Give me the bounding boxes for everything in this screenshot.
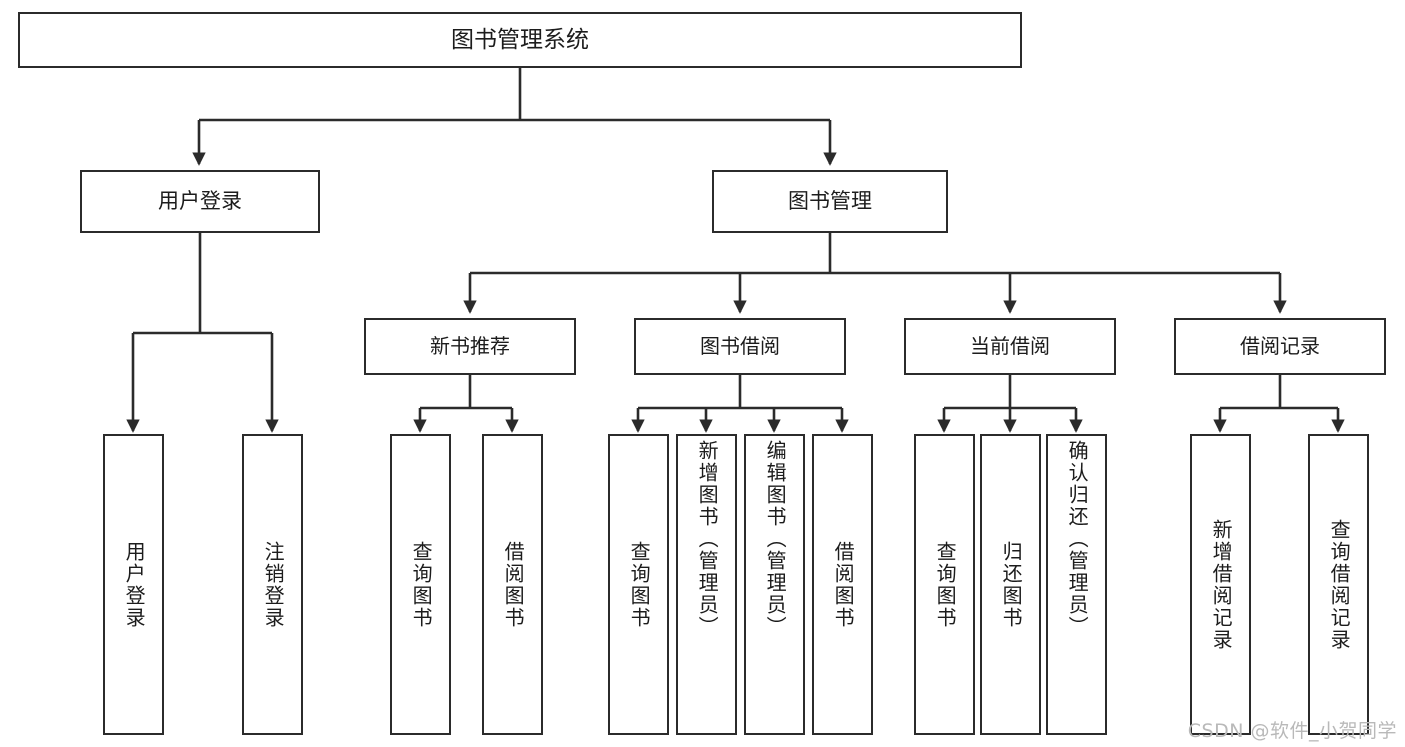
node-label: 查询图书 <box>409 540 434 629</box>
node-book-borrow[interactable]: 图书借阅 <box>634 318 846 375</box>
node-leaf-confirm-return[interactable]: 确认归还（管理员） <box>1046 434 1107 735</box>
node-label: 新书推荐 <box>430 333 510 358</box>
node-label: 图书管理系统 <box>451 26 589 53</box>
node-label: 借阅记录 <box>1240 333 1320 358</box>
node-label: 新增借阅记录 <box>1209 518 1234 651</box>
node-label: 用户登录 <box>122 540 147 629</box>
node-leaf-borrow-book-rec[interactable]: 借阅图书 <box>482 434 543 735</box>
node-leaf-query-book-current[interactable]: 查询图书 <box>914 434 975 735</box>
node-label: 当前借阅 <box>970 333 1050 358</box>
node-book-manage[interactable]: 图书管理 <box>712 170 948 233</box>
node-label: 查询图书 <box>627 540 652 629</box>
node-label: 归还图书 <box>999 540 1024 629</box>
node-root[interactable]: 图书管理系统 <box>18 12 1022 68</box>
node-leaf-return-book[interactable]: 归还图书 <box>980 434 1041 735</box>
node-label: 查询图书 <box>933 540 958 629</box>
node-leaf-add-book[interactable]: 新增图书（管理员） <box>676 434 737 735</box>
node-new-book-recommend[interactable]: 新书推荐 <box>364 318 576 375</box>
node-label: 借阅图书 <box>501 540 526 629</box>
watermark: CSDN @软件_小贺同学 <box>1187 720 1397 742</box>
node-leaf-user-logout[interactable]: 注销登录 <box>242 434 303 735</box>
node-label: 用户登录 <box>158 189 242 214</box>
node-leaf-query-book-borrow[interactable]: 查询图书 <box>608 434 669 735</box>
node-label: 确认归还（管理员） <box>1065 440 1090 638</box>
node-user-login[interactable]: 用户登录 <box>80 170 320 233</box>
node-label: 图书管理 <box>788 189 872 214</box>
node-leaf-edit-book[interactable]: 编辑图书（管理员） <box>744 434 805 735</box>
node-label: 图书借阅 <box>700 333 780 358</box>
node-label: 新增图书（管理员） <box>695 440 720 638</box>
node-label: 查询借阅记录 <box>1327 518 1352 651</box>
node-label: 注销登录 <box>261 540 286 629</box>
node-label: 编辑图书（管理员） <box>763 440 788 638</box>
node-leaf-query-book-rec[interactable]: 查询图书 <box>390 434 451 735</box>
node-leaf-add-record[interactable]: 新增借阅记录 <box>1190 434 1251 735</box>
node-current-borrow[interactable]: 当前借阅 <box>904 318 1116 375</box>
node-leaf-user-login[interactable]: 用户登录 <box>103 434 164 735</box>
node-borrow-record[interactable]: 借阅记录 <box>1174 318 1386 375</box>
node-leaf-query-record[interactable]: 查询借阅记录 <box>1308 434 1369 735</box>
node-label: 借阅图书 <box>831 540 856 629</box>
node-leaf-borrow-book[interactable]: 借阅图书 <box>812 434 873 735</box>
